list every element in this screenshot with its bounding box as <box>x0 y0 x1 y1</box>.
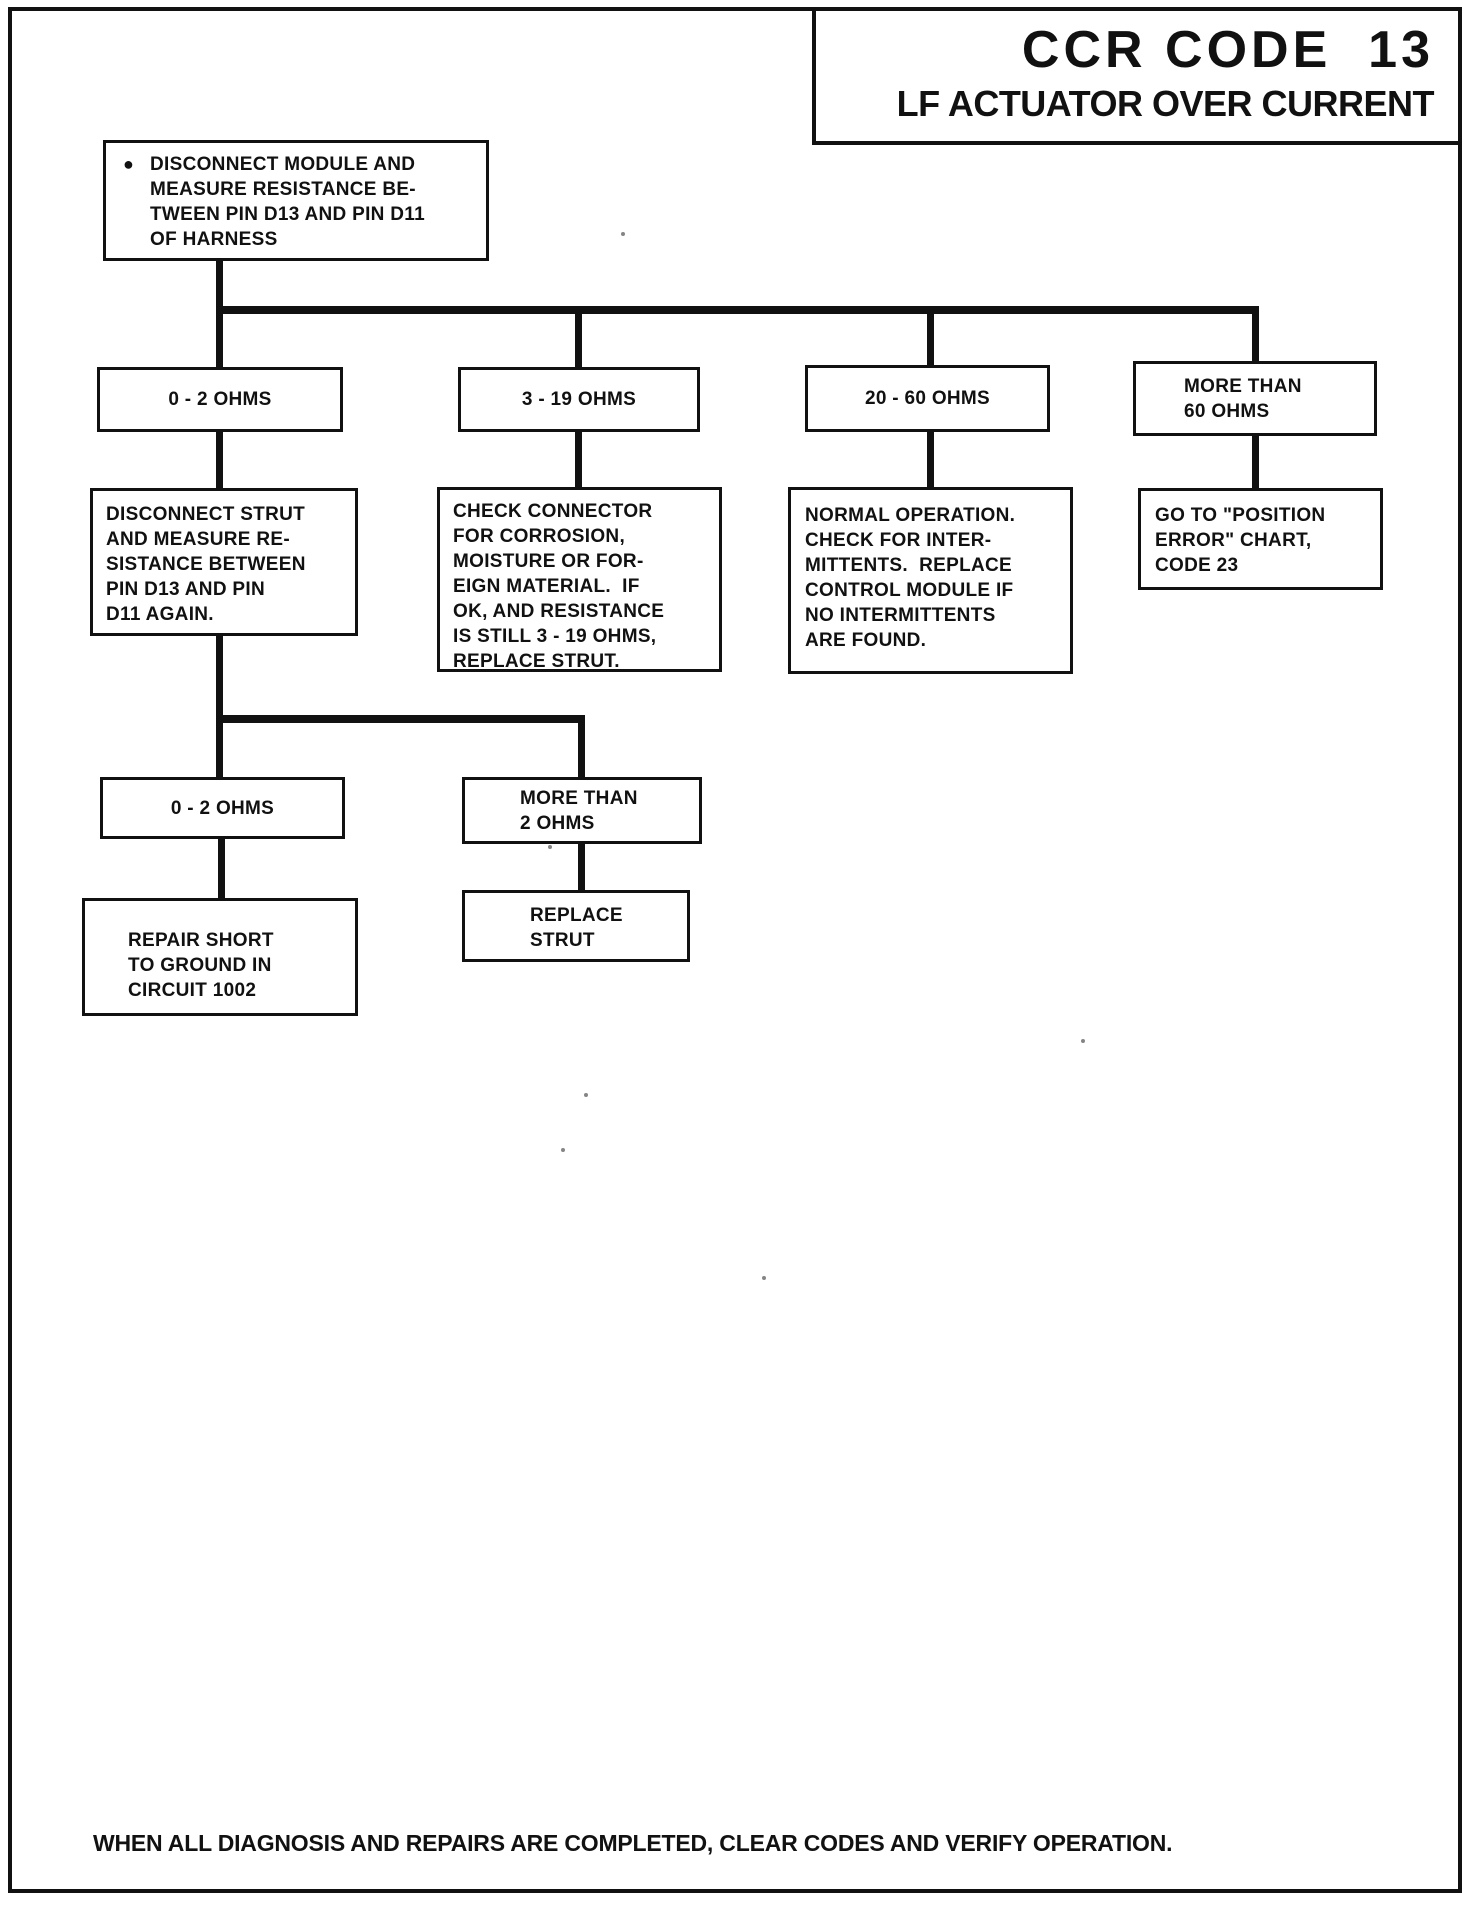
scan-speck <box>762 1276 766 1280</box>
action-line: REPLACE <box>530 905 623 926</box>
action-line: EIGN MATERIAL. IF <box>453 576 640 597</box>
action-line: TO GROUND IN <box>128 955 272 976</box>
condition-box-0-2-ohms: 0 - 2 OHMS <box>97 367 343 432</box>
action-line: CODE 23 <box>1155 555 1239 576</box>
scan-speck <box>1081 1039 1085 1043</box>
action-line: CONTROL MODULE IF <box>805 580 1014 601</box>
action-line: CHECK CONNECTOR <box>453 501 653 522</box>
condition-box-0-2-ohms-recheck: 0 - 2 OHMS <box>100 777 345 839</box>
action-line: CHECK FOR INTER- <box>805 530 992 551</box>
connector-d2-action <box>578 844 585 890</box>
connector-b4-action <box>1252 436 1259 488</box>
start-step-line: DISCONNECT MODULE AND <box>150 154 416 175</box>
connector-c1-down <box>216 636 223 777</box>
action-line: CIRCUIT 1002 <box>128 980 257 1001</box>
bullet-icon: ● <box>123 154 134 174</box>
action-box-repair-short: REPAIR SHORT TO GROUND IN CIRCUIT 1002 <box>82 898 358 1016</box>
connector-level1-horizontal <box>216 306 1259 314</box>
condition-box-more-than-60-ohms: MORE THAN 60 OHMS <box>1133 361 1377 436</box>
scan-speck <box>548 845 552 849</box>
connector-drop-b4 <box>1252 306 1259 361</box>
scan-speck <box>621 232 625 236</box>
condition-label: 2 OHMS <box>520 812 595 834</box>
action-line: AND MEASURE RE- <box>106 529 290 550</box>
connector-drop-d2 <box>578 715 585 777</box>
page-title: CCR CODE 13 <box>1021 21 1434 79</box>
action-line: FOR CORROSION, <box>453 526 626 547</box>
connector-b3-action <box>927 432 934 487</box>
connector-level2-horizontal <box>216 715 585 723</box>
action-line: SISTANCE BETWEEN <box>106 554 306 575</box>
condition-label: MORE THAN <box>1184 375 1302 397</box>
action-line: OK, AND RESISTANCE <box>453 601 665 622</box>
start-step-text: DISCONNECT MODULE AND MEASURE RESISTANCE… <box>150 143 486 252</box>
action-line: D11 AGAIN. <box>106 604 214 625</box>
connector-drop-b2 <box>575 314 582 367</box>
action-line: NORMAL OPERATION. <box>805 505 1016 526</box>
connector-drop-b3 <box>927 314 934 365</box>
action-box-go-to-position-error: GO TO "POSITION ERROR" CHART, CODE 23 <box>1138 488 1383 590</box>
action-line: MITTENTS. REPLACE <box>805 555 1013 576</box>
action-line: STRUT <box>530 930 595 951</box>
condition-box-20-60-ohms: 20 - 60 OHMS <box>805 365 1050 432</box>
action-line: REPAIR SHORT <box>128 930 274 951</box>
action-line: NO INTERMITTENTS <box>805 605 996 626</box>
action-box-normal-operation: NORMAL OPERATION. CHECK FOR INTER- MITTE… <box>788 487 1073 674</box>
connector-d1-action <box>218 839 225 898</box>
action-line: IS STILL 3 - 19 OHMS, <box>453 626 657 647</box>
start-step-line: MEASURE RESISTANCE BE- <box>150 179 416 200</box>
action-line: GO TO "POSITION <box>1155 505 1326 526</box>
action-line: DISCONNECT STRUT <box>106 504 306 525</box>
condition-label: 0 - 2 OHMS <box>168 389 272 410</box>
action-box-replace-strut: REPLACE STRUT <box>462 890 690 962</box>
action-box-disconnect-strut: DISCONNECT STRUT AND MEASURE RE- SISTANC… <box>90 488 358 636</box>
condition-box-3-19-ohms: 3 - 19 OHMS <box>458 367 700 432</box>
action-line: ERROR" CHART, <box>1155 530 1312 551</box>
footer-note: WHEN ALL DIAGNOSIS AND REPAIRS ARE COMPL… <box>93 1830 1173 1856</box>
action-line: MOISTURE OR FOR- <box>453 551 644 572</box>
page-subtitle: LF ACTUATOR OVER CURRENT <box>896 82 1435 124</box>
condition-label: MORE THAN <box>520 787 638 809</box>
action-line: REPLACE STRUT. <box>453 651 620 672</box>
scan-speck <box>561 1148 565 1152</box>
action-box-check-connector: CHECK CONNECTOR FOR CORROSION, MOISTURE … <box>437 487 722 672</box>
title-box: CCR CODE 13 LF ACTUATOR OVER CURRENT <box>812 7 1462 145</box>
condition-label: 3 - 19 OHMS <box>521 389 637 410</box>
condition-label: 0 - 2 OHMS <box>170 797 275 819</box>
condition-label: 60 OHMS <box>1184 400 1270 422</box>
action-line: ARE FOUND. <box>805 630 927 651</box>
condition-box-more-than-2-ohms: MORE THAN 2 OHMS <box>462 777 702 844</box>
page-border <box>8 7 1462 1893</box>
start-step-line: TWEEN PIN D13 AND PIN D11 <box>150 204 425 225</box>
condition-label: 20 - 60 OHMS <box>864 388 991 409</box>
start-step-box: ● DISCONNECT MODULE AND MEASURE RESISTAN… <box>103 140 489 261</box>
action-line: PIN D13 AND PIN <box>106 579 265 600</box>
connector-b2-action <box>575 432 582 487</box>
scan-speck <box>584 1093 588 1097</box>
connector-b1-action <box>216 432 223 488</box>
start-step-line: OF HARNESS <box>150 229 278 250</box>
